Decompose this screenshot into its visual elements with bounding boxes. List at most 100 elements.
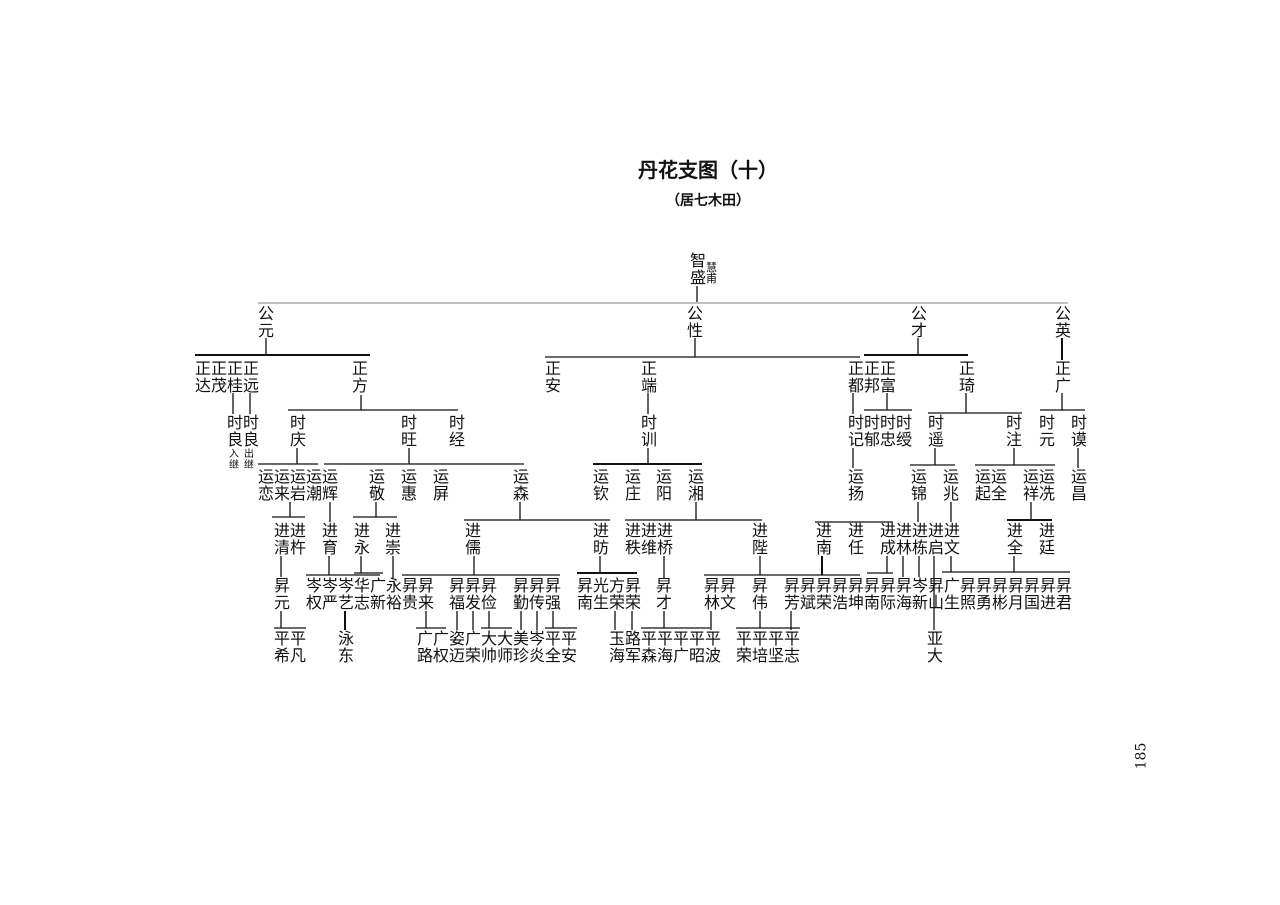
node-bottom-row: 屏 bbox=[433, 484, 450, 503]
node-top-row: 运 bbox=[513, 467, 530, 486]
root-bottom: 盛 bbox=[690, 268, 707, 287]
root-top: 智 bbox=[690, 251, 707, 270]
node-top-row: 运 bbox=[593, 467, 610, 486]
person-node: 运昌 bbox=[1071, 468, 1087, 502]
node-bottom-row: 记郁忠绶 bbox=[848, 430, 913, 449]
person-node: 昇元 bbox=[274, 577, 290, 611]
node-top-row: 运运 bbox=[1023, 467, 1056, 486]
person-node: 昇光方昇南生荣荣 bbox=[577, 577, 641, 611]
node-bottom-row: 遥 bbox=[928, 430, 945, 449]
node-top-row: 时 bbox=[641, 413, 658, 432]
node-top-row: 运 bbox=[848, 467, 865, 486]
node-top-row: 平平平平 bbox=[736, 629, 801, 648]
node-bottom-row: 都邦富 bbox=[848, 376, 897, 395]
node-top-row: 时 bbox=[290, 413, 307, 432]
node-top-row: 正 bbox=[352, 359, 369, 378]
node-bottom-row: 成林栋启文 bbox=[880, 538, 961, 557]
node-bottom-row: 敬 bbox=[369, 484, 386, 503]
node-bottom-row: 经 bbox=[449, 430, 466, 449]
person-node: 时时时时记郁忠绶 bbox=[848, 414, 912, 448]
person-node: 进儒 bbox=[465, 522, 481, 556]
node-top-row: 公 bbox=[687, 304, 704, 323]
person-node: 时庆 bbox=[290, 414, 306, 448]
person-node: 运惠 bbox=[401, 468, 417, 502]
node-top-row: 进进 bbox=[274, 521, 307, 540]
note-adopted-in: 入继 bbox=[229, 449, 239, 471]
node-top-row: 正 bbox=[641, 359, 658, 378]
person-node: 昇昇昇勤传强 bbox=[513, 577, 561, 611]
node-bottom-row: 林文 bbox=[704, 593, 737, 612]
node-top-row: 昇 bbox=[752, 576, 769, 595]
node-bottom-row: 崇 bbox=[385, 538, 402, 557]
node-top-row: 进 bbox=[1039, 521, 1056, 540]
person-node: 公性 bbox=[687, 305, 703, 339]
node-top-row: 运运运运运 bbox=[258, 467, 339, 486]
node-top-row: 正 bbox=[1055, 359, 1072, 378]
node-bottom-row: 锦 bbox=[911, 484, 928, 503]
person-node: 进进进进进成林栋启文 bbox=[880, 522, 960, 556]
node-bottom-row: 端 bbox=[641, 376, 658, 395]
node-bottom-row: 伟 bbox=[752, 593, 769, 612]
node-top-row: 时时 bbox=[227, 413, 260, 432]
node-bottom-row: 惠 bbox=[401, 484, 418, 503]
node-top-row: 时 bbox=[1071, 413, 1088, 432]
person-node: 运阳 bbox=[656, 468, 672, 502]
node-bottom-row: 权严艺志新裕贵来 bbox=[306, 593, 435, 612]
node-bottom-row: 才 bbox=[656, 593, 673, 612]
node-bottom-row: 育 bbox=[322, 538, 339, 557]
node-bottom-row: 勤传强 bbox=[513, 593, 562, 612]
person-node: 公元 bbox=[258, 305, 274, 339]
node-bottom-row: 钦 bbox=[593, 484, 610, 503]
node-top-row: 昇昇昇昇昇昇昇昇岑昇广昇昇昇昇昇昇昇 bbox=[784, 576, 1073, 595]
node-top-row: 进进进 bbox=[625, 521, 674, 540]
node-top-row: 昇昇昇 bbox=[449, 576, 498, 595]
node-top-row: 昇 bbox=[274, 576, 291, 595]
person-node: 时旺 bbox=[401, 414, 417, 448]
node-bottom-row: 儒 bbox=[465, 538, 482, 557]
node-top-row: 公 bbox=[911, 304, 928, 323]
node-bottom-row: 芳斌荣浩坤南际海新山生照勇彬月国进君 bbox=[784, 593, 1073, 612]
node-top-row: 运 bbox=[433, 467, 450, 486]
node-top-row: 岑岑岑华广永昇昇 bbox=[306, 576, 435, 595]
person-node: 玉路平平平平平海军森海广昭波 bbox=[609, 630, 721, 664]
node-bottom-row: 南 bbox=[816, 538, 833, 557]
person-node: 运运起全 bbox=[975, 468, 1007, 502]
person-node: 正正正都邦富 bbox=[848, 360, 896, 394]
node-bottom-row: 昌 bbox=[1071, 484, 1088, 503]
node-bottom-row: 全 bbox=[1007, 538, 1024, 557]
node-bottom-row: 才 bbox=[911, 321, 928, 340]
node-bottom-row: 东 bbox=[338, 646, 355, 665]
node-bottom-row: 海军森海广昭波 bbox=[609, 646, 722, 665]
node-top-row: 运 bbox=[369, 467, 386, 486]
person-node: 运森 bbox=[513, 468, 529, 502]
node-top-row: 进 bbox=[465, 521, 482, 540]
node-top-row: 进 bbox=[354, 521, 371, 540]
node-top-row: 运 bbox=[1071, 467, 1088, 486]
node-top-row: 时 bbox=[1039, 413, 1056, 432]
person-node: 进陛 bbox=[752, 522, 768, 556]
node-bottom-row: 祥冼 bbox=[1023, 484, 1056, 503]
person-node: 运湘 bbox=[688, 468, 704, 502]
node-top-row: 运 bbox=[625, 467, 642, 486]
node-bottom-row: 旺 bbox=[401, 430, 418, 449]
person-node: 时注 bbox=[1006, 414, 1022, 448]
chart-subtitle: （居七木田） bbox=[666, 193, 750, 209]
node-top-row: 进 bbox=[1007, 521, 1024, 540]
person-node: 进永 bbox=[354, 522, 370, 556]
node-top-row: 昇昇 bbox=[704, 576, 737, 595]
node-bottom-row: 清杵 bbox=[274, 538, 307, 557]
person-node: 正方 bbox=[352, 360, 368, 394]
person-node: 进育 bbox=[322, 522, 338, 556]
person-node: 公英 bbox=[1055, 305, 1071, 339]
node-top-row: 进 bbox=[593, 521, 610, 540]
chart-title: 丹花支图（十） bbox=[638, 158, 778, 182]
node-top-row: 进 bbox=[752, 521, 769, 540]
node-top-row: 运 bbox=[911, 467, 928, 486]
node-top-row: 时 bbox=[401, 413, 418, 432]
node-bottom-row: 良良 bbox=[227, 430, 260, 449]
person-node: 昇才 bbox=[656, 577, 672, 611]
page-number: 185 bbox=[1133, 742, 1150, 770]
node-top-row: 进 bbox=[816, 521, 833, 540]
node-top-row: 正 bbox=[959, 359, 976, 378]
